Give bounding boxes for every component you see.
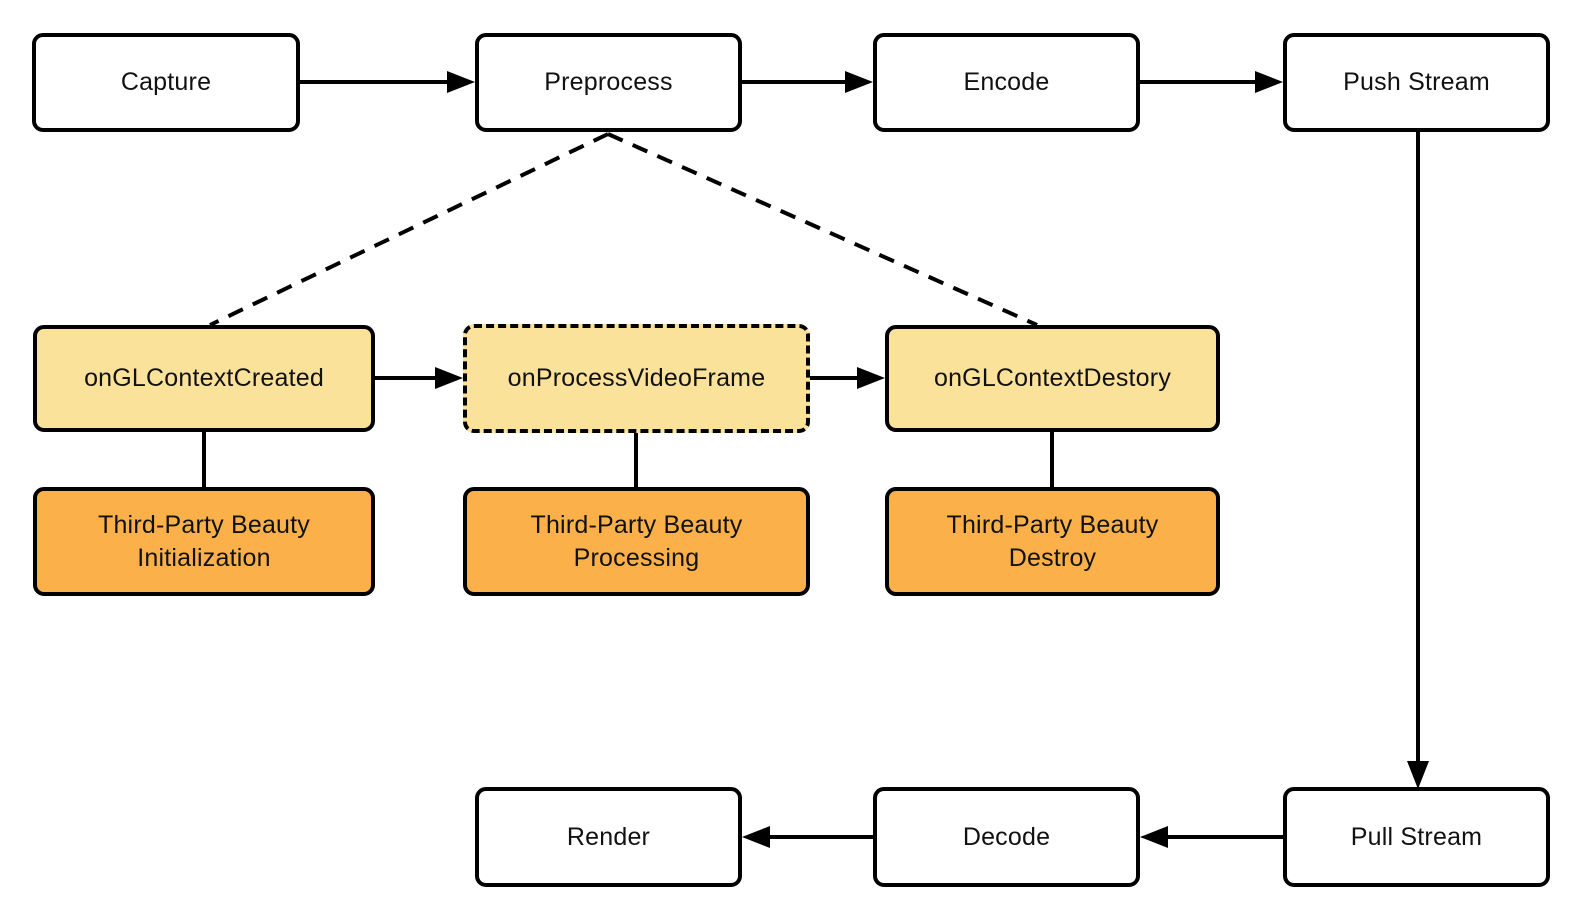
arrowhead-render [742, 826, 770, 848]
node-beauty-destroy: Third-Party Beauty Destroy [885, 487, 1220, 596]
arrowhead-push-stream [1255, 71, 1283, 93]
node-beauty-processing-label: Third-Party Beauty Processing [530, 509, 742, 575]
node-render-label: Render [566, 822, 651, 851]
node-render: Render [475, 787, 742, 887]
edge-preprocess-ongl-destory-dashed [607, 132, 1038, 327]
beauty-destroy-line1: Third-Party Beauty [946, 510, 1159, 539]
node-push-stream: Push Stream [1283, 33, 1550, 132]
node-preprocess-label: Preprocess [544, 68, 673, 96]
node-preprocess: Preprocess [475, 33, 742, 132]
node-on-process-video-frame-label: onProcessVideoFrame [507, 364, 766, 392]
beauty-processing-line2: Processing [573, 543, 700, 572]
beauty-processing-line1: Third-Party Beauty [530, 510, 743, 539]
node-beauty-destroy-label: Third-Party Beauty Destroy [946, 509, 1158, 575]
node-on-gl-context-destory: onGLContextDestory [885, 325, 1220, 432]
beauty-initialization-line2: Initialization [137, 543, 271, 572]
arrowhead-processframe [435, 367, 463, 389]
node-decode: Decode [873, 787, 1140, 887]
node-pull-stream: Pull Stream [1283, 787, 1550, 887]
node-on-gl-context-created: onGLContextCreated [33, 325, 375, 432]
node-on-gl-context-created-label: onGLContextCreated [84, 364, 324, 392]
node-beauty-initialization-label: Third-Party Beauty Initialization [98, 509, 310, 575]
node-on-gl-context-destory-label: onGLContextDestory [933, 364, 1172, 392]
node-encode: Encode [873, 33, 1140, 132]
node-beauty-initialization: Third-Party Beauty Initialization [33, 487, 375, 596]
beauty-initialization-line1: Third-Party Beauty [97, 510, 310, 539]
node-on-process-video-frame: onProcessVideoFrame [463, 324, 810, 433]
node-capture: Capture [32, 33, 300, 132]
node-pull-stream-label: Pull Stream [1350, 822, 1483, 851]
arrowhead-encode [845, 71, 873, 93]
arrowhead-decode [1140, 826, 1168, 848]
node-beauty-processing: Third-Party Beauty Processing [463, 487, 810, 596]
arrowhead-pull-stream [1407, 761, 1429, 789]
node-decode-label: Decode [962, 822, 1051, 851]
arrowhead-preprocess [447, 71, 475, 93]
node-encode-label: Encode [963, 68, 1050, 96]
edge-preprocess-ongl-created-dashed [209, 132, 609, 327]
beauty-destroy-line2: Destroy [1008, 543, 1097, 572]
arrowhead-destory [857, 367, 885, 389]
node-capture-label: Capture [120, 68, 212, 96]
node-push-stream-label: Push Stream [1343, 68, 1490, 96]
